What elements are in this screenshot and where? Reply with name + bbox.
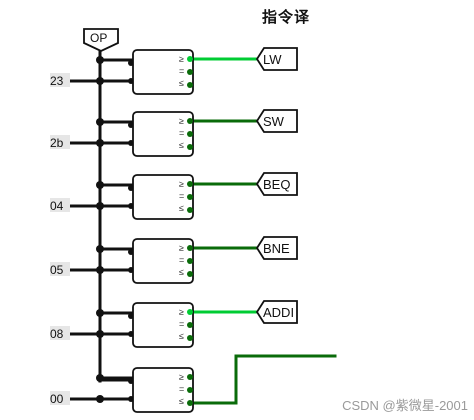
crossing-dot (96, 330, 104, 338)
constant-05: 05 (50, 262, 70, 277)
constant-box (50, 198, 70, 212)
comparator-op-symbol: ≥ (179, 179, 184, 189)
constant-08: 08 (50, 326, 70, 341)
comparator-output-pin (187, 374, 193, 380)
bus-junction-dot (96, 245, 104, 253)
comparator-op-symbol: ≤ (179, 331, 184, 341)
tunnel-label: BNE (263, 241, 290, 256)
constant-box (50, 391, 70, 405)
comparator-op-symbol: ≤ (179, 396, 184, 406)
comparator-output-pin (187, 69, 193, 75)
watermark: CSDN @紫微星-2001 (342, 398, 468, 413)
tunnel-shape (255, 47, 298, 71)
comparator-output-pin (187, 387, 193, 393)
constant-00: 00 (50, 391, 70, 406)
output-tunnel-bne: BNE (255, 236, 298, 260)
comparator-5: ≥ = ≤ (132, 367, 194, 413)
tunnel-shape (255, 172, 298, 196)
crossing-dot (96, 266, 104, 274)
comparator-output-pin (187, 118, 193, 124)
comparator-output-pin (187, 309, 193, 315)
constant-box (50, 135, 70, 149)
comparator-op-symbol: ≤ (179, 140, 184, 150)
comparator-op-symbol: ≥ (179, 372, 184, 382)
comparator-output-pin (187, 131, 193, 137)
comparator-output-pin (187, 56, 193, 62)
bus-junction-dot (96, 181, 104, 189)
output-tunnel-beq: BEQ (255, 172, 298, 196)
comparator-output-pin (187, 144, 193, 150)
comparator-op-symbol: ≥ (179, 243, 184, 253)
comparator-op-symbol: ≥ (179, 54, 184, 64)
comparator-op-symbol: = (179, 255, 184, 265)
bus-junction-dot (96, 118, 104, 126)
comparator-op-symbol: ≥ (179, 307, 184, 317)
op-input-tunnel: OP (83, 28, 119, 52)
tunnel-shape (255, 236, 298, 260)
comparator-output-pin (187, 82, 193, 88)
comparator-op-symbol: ≤ (179, 203, 184, 213)
constant-2b: 2b (50, 135, 70, 150)
constant-box (50, 73, 70, 87)
wires-layer (68, 49, 337, 405)
constant-label: 2b (50, 136, 64, 150)
tunnel-label: SW (263, 114, 285, 129)
comparator-output-pin (187, 207, 193, 213)
tunnel-shape (255, 109, 298, 133)
comparator-op-symbol: ≤ (179, 78, 184, 88)
constant-label: 23 (50, 74, 64, 88)
comparator-2: ≥ = ≤ (132, 174, 194, 220)
op-tunnel-shape (83, 28, 119, 52)
components-layer: OP 23 ≥ = ≤ LW 2b ≥ = ≤ SW 04 ≥ = ≤ BEQ 05 ≥ = ≤ BNE 08 ≥ = ≤ ADD… (50, 28, 298, 413)
comparator-output-pin (187, 335, 193, 341)
constant-label: 08 (50, 327, 64, 341)
output-tunnel-addi: ADDI (255, 300, 298, 324)
tunnel-label: BEQ (263, 177, 290, 192)
comparator-op-symbol: = (179, 191, 184, 201)
comparator-1: ≥ = ≤ (132, 111, 194, 157)
crossing-dot (96, 77, 104, 85)
bus-junction-dot (96, 56, 104, 64)
comparator-output-pin (187, 181, 193, 187)
comparator-output-pin (187, 271, 193, 277)
comparator-output-pin (187, 245, 193, 251)
constant-label: 00 (50, 392, 64, 406)
comparator-op-symbol: = (179, 319, 184, 329)
constant-04: 04 (50, 198, 70, 213)
comparator-output-pin (187, 258, 193, 264)
comparator-op-symbol: ≥ (179, 116, 184, 126)
comparator-4: ≥ = ≤ (132, 302, 194, 348)
circuit-title: 指令译 (262, 8, 311, 26)
bus-junction-dot (96, 309, 104, 317)
comparator-output-pin (187, 322, 193, 328)
output-tunnel-sw: SW (255, 109, 298, 133)
comparator-op-symbol: ≤ (179, 267, 184, 277)
comparator-3: ≥ = ≤ (132, 238, 194, 284)
constant-23: 23 (50, 73, 70, 88)
constant-box (50, 326, 70, 340)
constant-label: 04 (50, 199, 64, 213)
crossing-dot (96, 139, 104, 147)
tunnel-label: ADDI (263, 305, 294, 320)
comparator-0: ≥ = ≤ (132, 49, 194, 95)
crossing-dot (96, 395, 104, 403)
comparator-op-symbol: = (179, 66, 184, 76)
constant-label: 05 (50, 263, 64, 277)
comparator-op-symbol: = (179, 128, 184, 138)
comparator-output-pin (187, 194, 193, 200)
comparator-op-symbol: = (179, 384, 184, 394)
tunnel-label: LW (263, 52, 282, 67)
op-tunnel-label: OP (90, 31, 107, 45)
crossing-dot (96, 202, 104, 210)
comparator-output-pin (187, 400, 193, 406)
output-tunnel-lw: LW (255, 47, 298, 71)
tunnel-shape (255, 300, 298, 324)
constant-box (50, 262, 70, 276)
